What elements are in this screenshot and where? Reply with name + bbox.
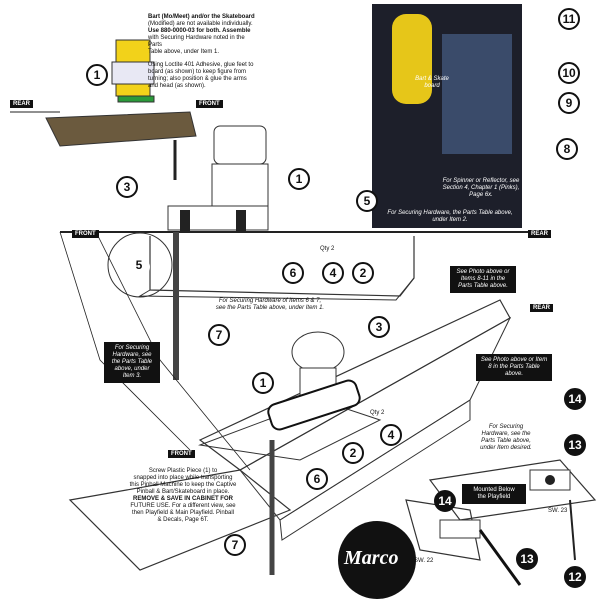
marco-logo-text: Marco bbox=[344, 547, 399, 569]
callout-13-b: 13 bbox=[516, 548, 538, 570]
callout-2-b: 2 bbox=[342, 442, 364, 464]
top-note-line2: (Modified) are not available individuall… bbox=[148, 21, 253, 27]
front-tag-mid: FRONT bbox=[72, 230, 99, 238]
qty-note-lower: Qty 2 bbox=[370, 410, 385, 416]
sw22-label: SW. 22 bbox=[414, 558, 434, 564]
upper-bracket bbox=[149, 236, 415, 297]
sw23-label: SW. 23 bbox=[548, 508, 568, 514]
top-note-line1: Bart (Mo/Meet) and/or the Skateboard bbox=[148, 14, 255, 20]
photo-machine bbox=[442, 34, 512, 154]
securing-right-note: For Securing Hardware, see the Parts Tab… bbox=[474, 424, 538, 452]
top-note-line9: and head (as shown). bbox=[148, 83, 206, 89]
screw-note-line7: then Playfield & Main Playfield. Pinball bbox=[131, 510, 235, 516]
callout-13-a: 13 bbox=[564, 434, 586, 456]
qty-note-upper: Qty 2 bbox=[320, 246, 335, 252]
photo-caption-spinner: For Spinner or Reflector, see Section 4,… bbox=[442, 178, 520, 198]
upper-spacer-right bbox=[236, 210, 246, 232]
photo-caption-bart: Bart & Skate board bbox=[415, 76, 449, 89]
callout-12: 12 bbox=[564, 566, 586, 588]
callout-1-c: 1 bbox=[252, 372, 274, 394]
top-note-line7: board (as shown) to keep figure from bbox=[148, 69, 247, 75]
callout-10: 10 bbox=[558, 62, 580, 84]
figure-board bbox=[117, 95, 155, 103]
callout-5-b: 5 bbox=[356, 190, 378, 212]
callout-2-a: 2 bbox=[352, 262, 374, 284]
mounted-line2: the Playfield bbox=[477, 494, 511, 500]
callout-9: 9 bbox=[558, 92, 580, 114]
rear-tag-top: REAR bbox=[10, 100, 34, 108]
screw-note-line1: Screw Plastic Piece (1) to bbox=[148, 468, 218, 474]
callout-3-b: 3 bbox=[368, 316, 390, 338]
mounted-line1: Mounted Below bbox=[473, 487, 515, 493]
see-photo-line1: See Photo above or bbox=[456, 269, 510, 275]
top-note-line5: Table above, under Item 1. bbox=[148, 49, 220, 55]
see-photo-line2: Items 8-11 in the bbox=[460, 276, 506, 282]
lower-knob bbox=[291, 331, 345, 373]
upper-knob bbox=[213, 125, 267, 165]
callout-14-b: 14 bbox=[434, 490, 456, 512]
front-tag-top: FRONT bbox=[196, 100, 223, 108]
top-note-line3: Use 880-0000-03 for both. Assemble bbox=[148, 28, 251, 34]
callout-5-a: 5 bbox=[128, 256, 150, 278]
callout-4-b: 4 bbox=[380, 424, 402, 446]
hardware-note-line2: see the Parts Table above, under Item 1. bbox=[215, 305, 325, 311]
hardware-note: For Securing Hardware of Items 6 & 7, se… bbox=[180, 298, 360, 312]
callout-6-a: 6 bbox=[282, 262, 304, 284]
photo-figure bbox=[392, 14, 432, 104]
mounted-box: Mounted Below the Playfield bbox=[462, 484, 526, 504]
callout-3-a: 3 bbox=[116, 176, 138, 198]
upper-spacer-left bbox=[180, 210, 190, 232]
top-note-line8: turning; also position & glue the arms bbox=[148, 76, 247, 82]
top-note: Bart (Mo/Meet) and/or the Skateboard (Mo… bbox=[148, 14, 258, 90]
screw-note-line8: & Decals, Page 6T. bbox=[157, 517, 209, 523]
hardware-note-line1: For Securing Hardware of Items 6 & 7, bbox=[218, 298, 322, 304]
part5-disc bbox=[107, 232, 173, 298]
callout-4-a: 4 bbox=[322, 262, 344, 284]
screw-note-line5: REMOVE & SAVE IN CABINET FOR bbox=[133, 496, 233, 502]
screw-note-line3: this Pinball Machine to keep the Captive bbox=[129, 482, 237, 488]
screw-note-line6: FUTURE USE. For a different view, see bbox=[130, 503, 236, 509]
figure-shirt bbox=[111, 61, 155, 85]
front-tag-low: FRONT bbox=[168, 450, 195, 458]
securing-right-line4: under Item desired. bbox=[480, 445, 532, 451]
callout-7-a: 7 bbox=[208, 324, 230, 346]
photo-inset: Bart & Skate board For Spinner or Reflec… bbox=[372, 4, 522, 228]
rear-tag-low: REAR bbox=[530, 304, 554, 312]
callout-6-b: 6 bbox=[306, 468, 328, 490]
photo-caption-hardware: For Securing Hardware, the Parts Table a… bbox=[387, 210, 513, 223]
callout-7-b: 7 bbox=[224, 534, 246, 556]
screw-note-line4: Pinball & Bart/Skateboard in place. bbox=[136, 489, 230, 495]
securing-left-box: For Securing Hardware, see the Parts Tab… bbox=[104, 342, 160, 383]
callout-8: 8 bbox=[556, 138, 578, 160]
see-photo-line3: Parts Table above. bbox=[458, 283, 508, 289]
callout-11: 11 bbox=[558, 8, 580, 30]
rear-tag-mid: REAR bbox=[528, 230, 552, 238]
lower-bracket-plate bbox=[267, 379, 361, 431]
skateboard-deck bbox=[45, 111, 197, 147]
callout-14-a: 14 bbox=[564, 388, 586, 410]
photo-right-box: See Photo above or Item 8 in the Parts T… bbox=[476, 354, 552, 381]
callout-1-b: 1 bbox=[288, 168, 310, 190]
base-plate bbox=[68, 469, 292, 571]
screw-note-line2: snapped into place while transporting bbox=[133, 475, 233, 481]
marco-logo: Marco bbox=[338, 521, 416, 599]
callout-1-a: 1 bbox=[86, 64, 108, 86]
securing-right-line3: Parts Table above, bbox=[481, 438, 531, 444]
top-note-line4: with Securing Hardware noted in the Part… bbox=[148, 35, 245, 48]
top-note-line6: Using Loctite 401 Adhesive, glue feet to bbox=[148, 62, 254, 68]
see-photo-box: See Photo above or Items 8-11 in the Par… bbox=[450, 266, 516, 293]
screw-note: Screw Plastic Piece (1) to snapped into … bbox=[118, 468, 248, 524]
securing-right-line2: Hardware, see the bbox=[481, 431, 531, 437]
securing-right-line1: For Securing bbox=[488, 424, 524, 430]
